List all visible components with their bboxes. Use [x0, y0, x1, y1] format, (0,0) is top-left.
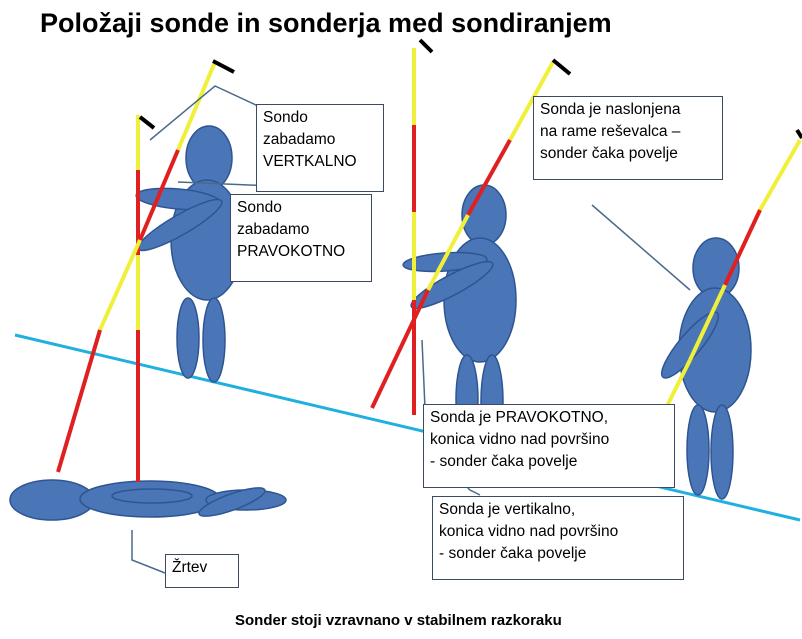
- label-perpendicular-insert: Sondo zabadamo PRAVOKOTNO: [230, 194, 372, 282]
- probe-vertical-middle: [412, 38, 434, 415]
- probe-perpendicular-left: [56, 59, 235, 473]
- label-victim: Žrtev: [165, 554, 239, 588]
- rescuer-3-figure: [660, 237, 752, 500]
- rescuer-1-figure: [135, 125, 244, 383]
- label-shoulder-rest: Sonda je naslonjena na rame reševalca – …: [533, 96, 723, 180]
- label-vertical-ready: Sonda je vertikalno, konica vidno nad po…: [432, 496, 684, 580]
- victim-figure: [9, 479, 287, 521]
- page-title: Položaji sonde in sonderja med sondiranj…: [40, 8, 612, 38]
- label-vertical-insert: Sondo zabadamo VERTKALNO: [256, 104, 384, 192]
- label-perpendicular-ready: Sonda je PRAVOKOTNO, konica vidno nad po…: [423, 404, 675, 488]
- snow-surface-line: [14, 333, 801, 522]
- footer-caption: Sonder stoji vzravnano v stabilnem razko…: [235, 612, 562, 629]
- probe-perpendicular-middle: [370, 58, 572, 409]
